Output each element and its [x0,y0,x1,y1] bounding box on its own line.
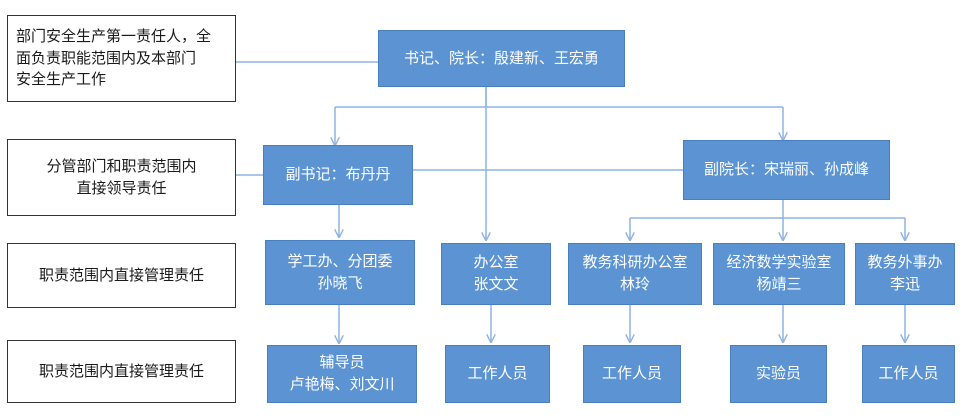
label-level1: 部门安全生产第一责任人，全 面负责职能范围内及本部门 安全生产工作 [7,15,236,102]
node-counselors: 辅导员 卢艳梅、刘文川 [267,345,417,403]
label-level3-text: 职责范围内直接管理责任 [38,265,204,284]
node-teaching-office: 教务科研办公室 林玲 [568,243,702,305]
node-deputy-secretary: 副书记：布丹丹 [263,145,413,205]
node-vice-dean: 副院长：宋瑞丽、孙成峰 [683,140,890,200]
label-level2-line2: 直接领导责任 [76,178,167,197]
node-root-text: 书记、院长：殷建新、王宏勇 [403,48,599,67]
node-deputy-secretary-text: 副书记：布丹丹 [285,165,391,184]
node-math-lab-name: 经济数学实验室 [726,253,832,272]
node-staff-2-text: 工作人员 [601,364,662,383]
node-student-office-name: 学工办、分团委 [287,251,393,270]
node-counselors-name: 辅导员 [319,353,365,372]
node-student-office: 学工办、分团委 孙晓飞 [265,240,415,305]
node-foreign-affairs-name: 教务外事办 [867,253,943,272]
label-level4-text: 职责范围内直接管理责任 [38,361,204,380]
node-staff-1-text: 工作人员 [467,364,528,383]
node-general-office: 办公室 张文文 [441,243,551,305]
node-lab-staff: 实验员 [730,345,827,403]
label-level2: 分管部门和职责范围内 直接领导责任 [7,139,236,216]
node-staff-2: 工作人员 [583,345,681,403]
label-level3: 职责范围内直接管理责任 [7,243,236,308]
node-counselors-person: 卢艳梅、刘文川 [289,375,395,393]
node-staff-3: 工作人员 [862,345,955,403]
label-level1-line1: 部门安全生产第一责任人，全 [16,26,212,45]
label-level1-line3: 安全生产工作 [16,70,107,89]
node-foreign-affairs-person: 李迅 [889,275,920,293]
node-root: 书记、院长：殷建新、王宏勇 [378,30,625,87]
node-lab-staff-text: 实验员 [755,364,801,383]
label-level2-line1: 分管部门和职责范围内 [46,156,197,175]
node-student-office-person: 孙晓飞 [317,273,363,292]
node-teaching-office-name: 教务科研办公室 [582,253,688,272]
node-vice-dean-text: 副院长：宋瑞丽、孙成峰 [703,160,869,179]
node-math-lab: 经济数学实验室 杨靖三 [713,243,845,305]
node-math-lab-person: 杨靖三 [756,275,802,293]
node-staff-3-text: 工作人员 [878,364,939,383]
node-general-office-name: 办公室 [473,253,519,272]
node-staff-1: 工作人员 [445,345,550,403]
label-level4: 职责范围内直接管理责任 [7,340,236,403]
node-general-office-person: 张文文 [473,275,519,293]
node-foreign-affairs: 教务外事办 李迅 [855,243,955,305]
node-teaching-office-person: 林玲 [619,275,650,293]
label-level1-line2: 面负责职能范围内及本部门 [16,48,197,67]
